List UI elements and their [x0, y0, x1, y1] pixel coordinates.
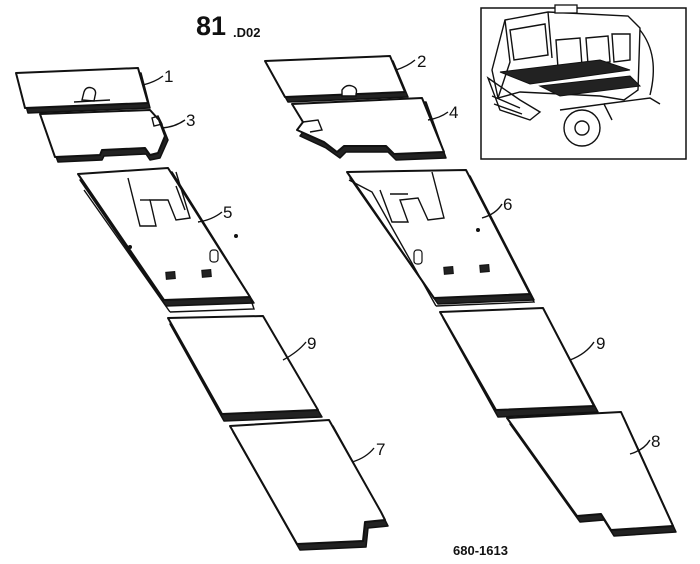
callout-9-left: 9	[307, 334, 316, 353]
part-2-floor-mat	[264, 55, 409, 103]
leader-1	[142, 75, 164, 86]
part-7-floor-mat	[229, 419, 389, 551]
callout-3: 3	[186, 111, 195, 130]
leader-7	[351, 447, 375, 463]
leader-3	[161, 119, 186, 129]
part-5-floor-panel	[77, 167, 255, 313]
leader-9a	[282, 341, 307, 361]
group-number: 81	[196, 11, 226, 41]
callout-4: 4	[449, 103, 458, 122]
part-4-insulation	[291, 97, 447, 161]
part-9-left-mat	[167, 315, 323, 422]
part-3-insulation	[39, 109, 169, 163]
cab-inset	[480, 4, 687, 160]
callout-5: 5	[223, 203, 232, 222]
callout-2: 2	[417, 52, 426, 71]
part-9-right-mat	[439, 307, 599, 418]
leader-8	[629, 439, 651, 455]
drawing-reference: 680-1613	[453, 543, 508, 558]
leader-6	[481, 203, 503, 219]
leader-9b	[569, 341, 595, 361]
group-suffix: .D02	[233, 25, 260, 40]
callout-6: 6	[503, 195, 512, 214]
leader-2	[395, 59, 416, 71]
part-8-floor-mat	[506, 411, 677, 537]
part-1-floor-mat	[15, 67, 151, 114]
callout-7: 7	[376, 440, 385, 459]
part-6-floor-panel	[346, 169, 536, 307]
callout-8: 8	[651, 432, 660, 451]
leader-5	[197, 211, 223, 223]
leader-4	[427, 111, 449, 121]
callout-1: 1	[164, 67, 173, 86]
callout-9-right: 9	[596, 334, 605, 353]
